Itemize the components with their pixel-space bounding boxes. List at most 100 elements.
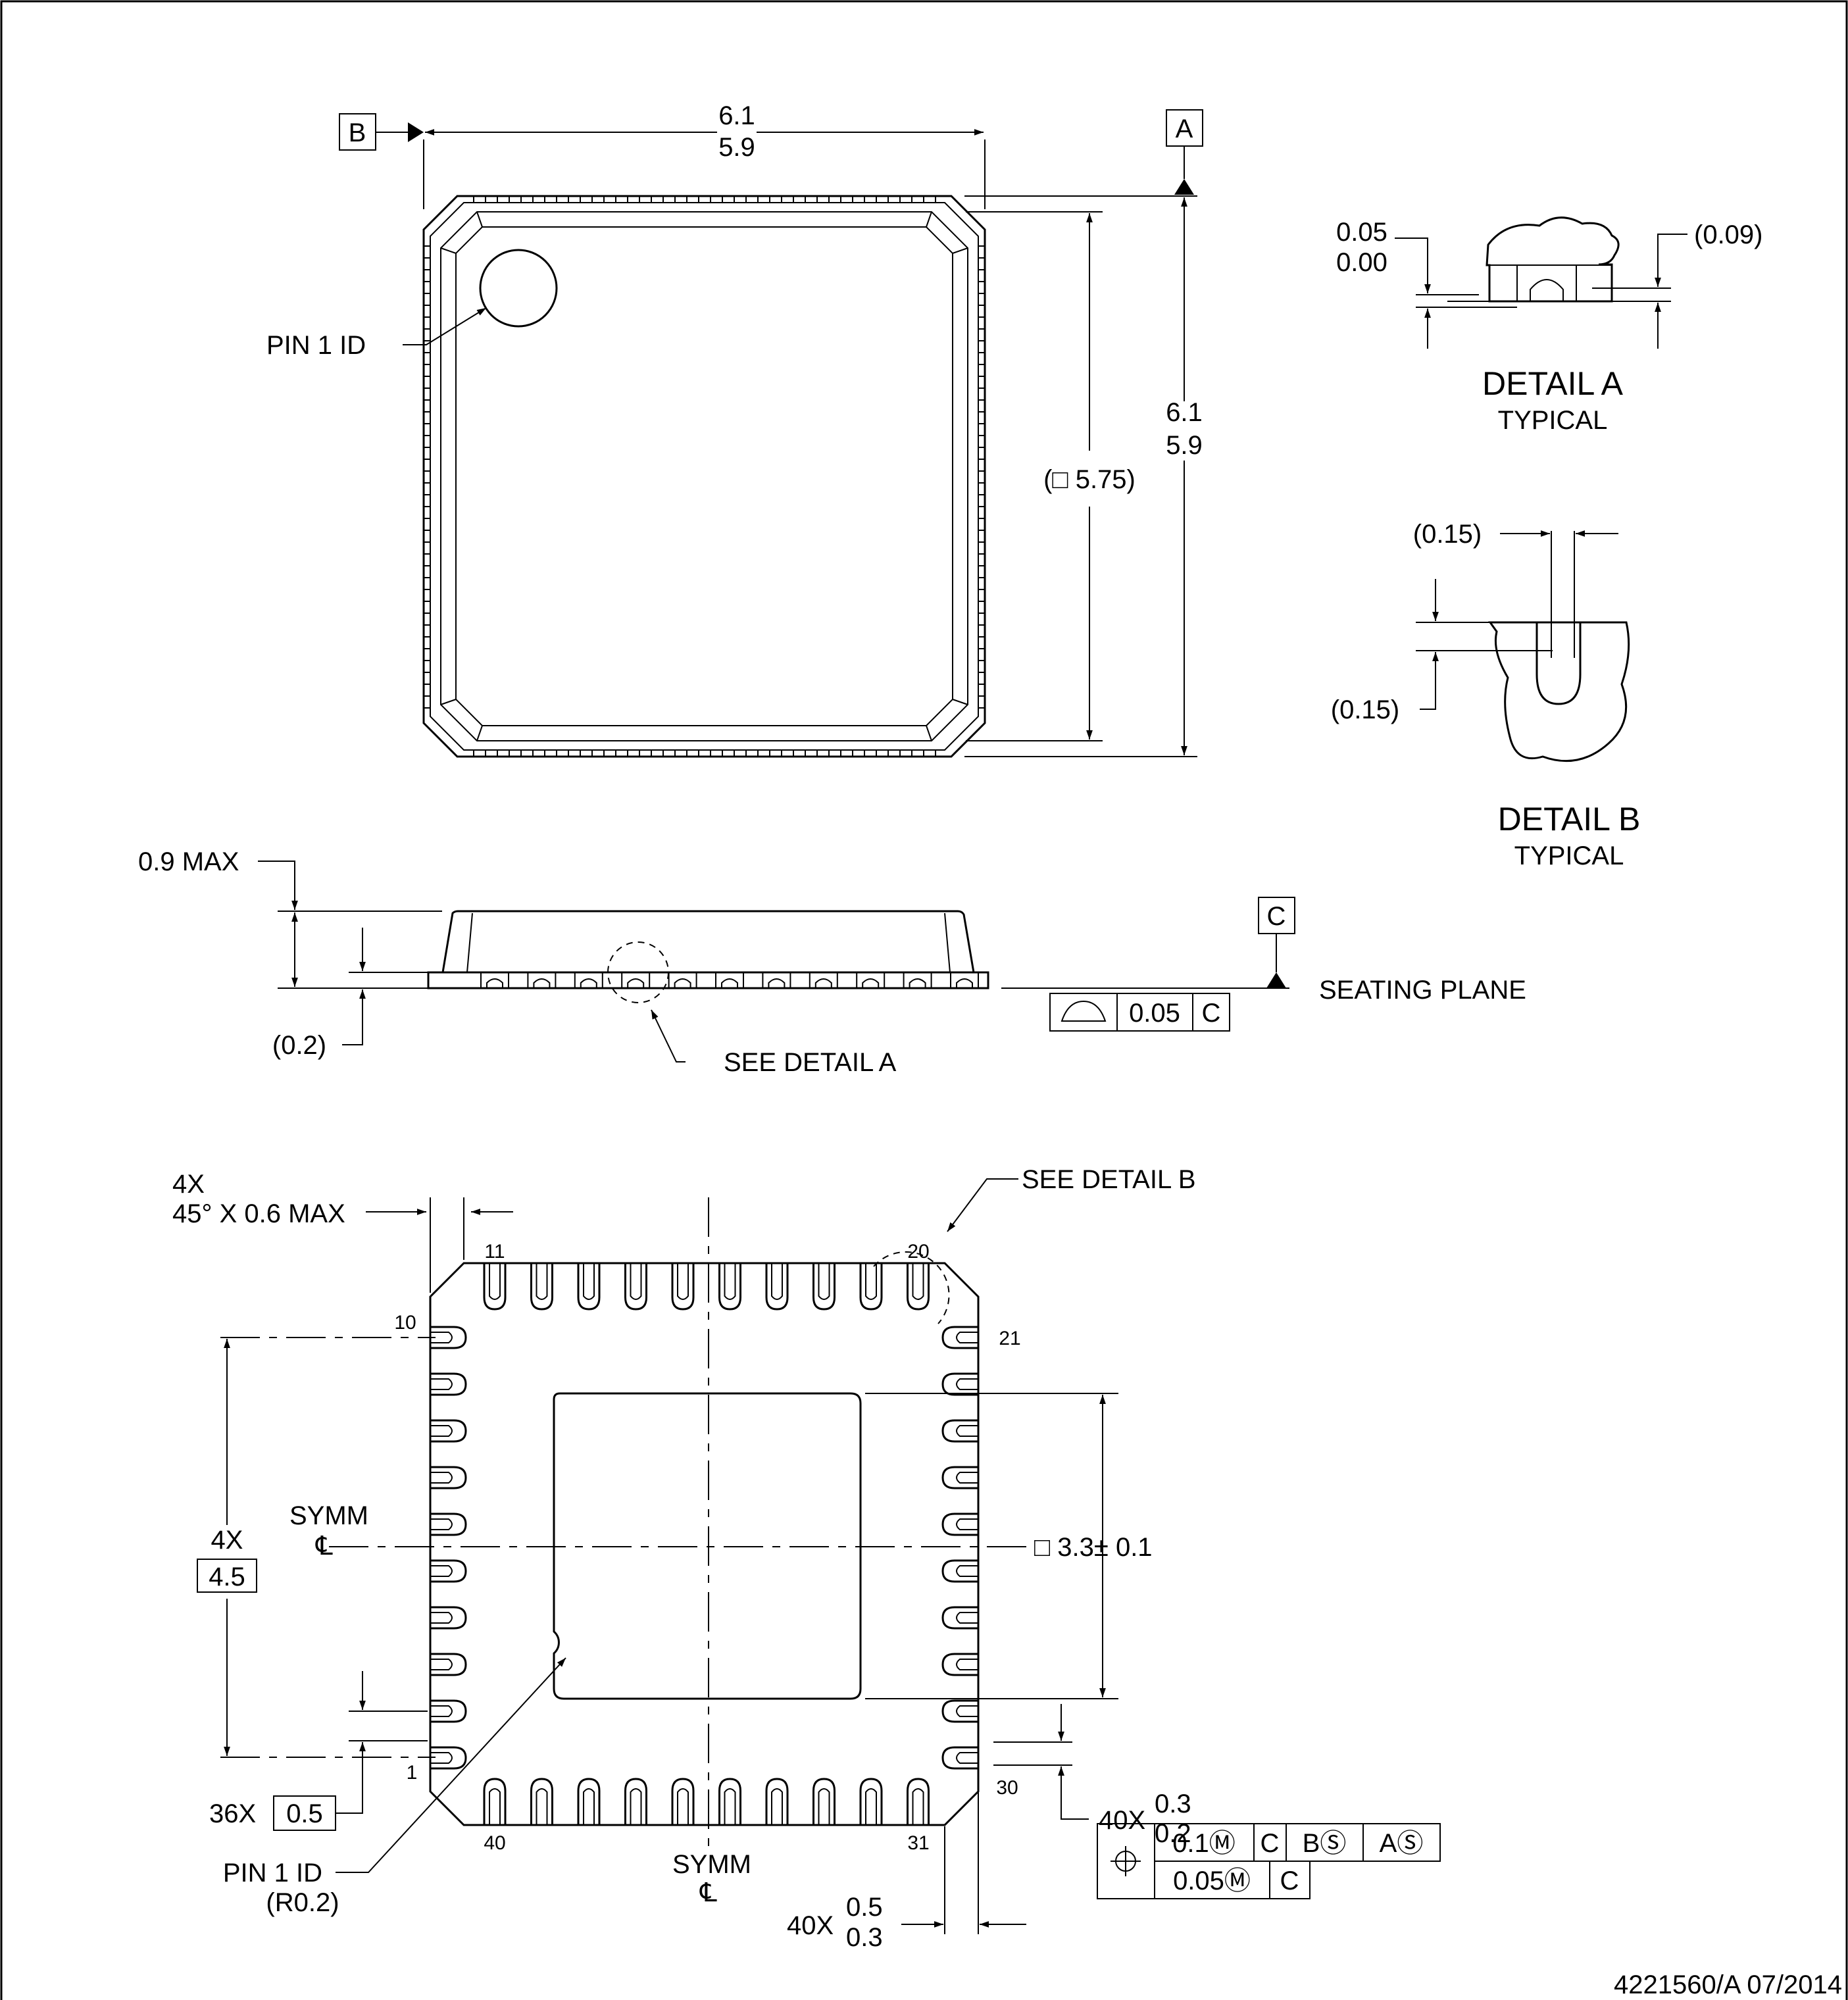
bottom-lead-left bbox=[430, 1653, 467, 1676]
datum-c: C bbox=[1267, 902, 1286, 931]
bottom-lead-right-inner bbox=[956, 1612, 978, 1624]
pitch-box bbox=[273, 1795, 336, 1831]
pin-1-label: 1 bbox=[407, 1762, 418, 1784]
side-lead-groove bbox=[580, 978, 597, 988]
bottom-lead-left-inner bbox=[430, 1612, 453, 1624]
detail-b-title: DETAIL B bbox=[1498, 801, 1641, 838]
bottom-lead-top bbox=[530, 1263, 553, 1311]
detail-a-leader-left bbox=[1395, 238, 1428, 245]
lead-l-max: 0.5 bbox=[846, 1893, 883, 1922]
drawing-id: 4221560/A 07/2014 bbox=[1614, 1970, 1842, 1999]
thermal-pad bbox=[553, 1392, 862, 1700]
bottom-lead-right bbox=[941, 1326, 978, 1349]
bottom-lead-right-inner bbox=[956, 1378, 978, 1390]
side-lead-groove bbox=[956, 978, 973, 988]
side-lead-groove bbox=[627, 978, 645, 988]
bottom-lead-bottom-inner bbox=[912, 1788, 924, 1825]
bottom-lead-top-inner bbox=[630, 1263, 642, 1300]
side-lead bbox=[809, 972, 838, 989]
pin-20-label: 20 bbox=[907, 1241, 929, 1262]
side-lead-groove bbox=[674, 978, 691, 988]
detail-b-callout-leader bbox=[947, 1178, 1018, 1232]
datum-a-triangle bbox=[1174, 179, 1194, 195]
bottom-lead-top bbox=[907, 1263, 930, 1311]
side-lead bbox=[762, 972, 791, 989]
bottom-pin1-leader bbox=[336, 1657, 566, 1873]
bottom-lead-left bbox=[430, 1372, 467, 1396]
span-count: 4X bbox=[211, 1526, 243, 1555]
lead-w-count: 40X bbox=[1099, 1806, 1145, 1835]
pad-square-dim: □ 3.3± 0.1 bbox=[1034, 1533, 1153, 1562]
bottom-lead-bottom-inner bbox=[583, 1788, 595, 1825]
bottom-view: SEE DETAIL B 4X 45° X 0.6 MAX 11 20 10 2… bbox=[172, 1165, 1441, 1952]
bottom-lead-right bbox=[941, 1653, 978, 1676]
bottom-lead-top bbox=[671, 1263, 695, 1311]
lead-ticks bbox=[424, 196, 985, 757]
pitch-count: 36X bbox=[209, 1799, 256, 1828]
chamfer-spec: 45° X 0.6 MAX bbox=[172, 1199, 345, 1228]
detail-b-slot bbox=[1536, 622, 1582, 705]
bottom-lead-top-inner bbox=[818, 1263, 830, 1300]
bottom-lead-bottom-inner bbox=[771, 1788, 783, 1825]
pin1-dot bbox=[479, 249, 558, 328]
bottom-lead-bottom bbox=[718, 1778, 741, 1825]
lead-l-count: 40X bbox=[787, 1911, 834, 1940]
package-outline bbox=[422, 195, 986, 758]
detail-a-groove bbox=[1530, 279, 1564, 301]
symm-label-left: SYMM bbox=[289, 1501, 368, 1530]
detail-a-arrow-right-top bbox=[1655, 234, 1687, 287]
bottom-lead-top bbox=[765, 1263, 789, 1311]
detail-a-subtitle: TYPICAL bbox=[1498, 406, 1608, 435]
bottom-lead-left bbox=[430, 1419, 467, 1443]
side-lead-groove bbox=[768, 978, 786, 988]
bottom-lead-right-inner bbox=[956, 1705, 978, 1717]
datum-a: A bbox=[1176, 114, 1193, 143]
detail-a-callout-leader bbox=[651, 1009, 686, 1062]
side-lead bbox=[480, 972, 509, 989]
bottom-lead-bottom bbox=[624, 1778, 647, 1825]
pin1-leader bbox=[403, 307, 487, 345]
bottom-lead-left-inner bbox=[430, 1378, 453, 1390]
pin-10-label: 10 bbox=[394, 1312, 416, 1334]
bottom-lead-bottom bbox=[483, 1778, 507, 1825]
flatness-value: 0.05 bbox=[1129, 999, 1180, 1028]
height-max: 6.1 bbox=[1166, 398, 1203, 427]
bottom-lead-bottom-inner bbox=[677, 1788, 689, 1825]
bottom-lead-bottom-inner bbox=[630, 1788, 642, 1825]
side-lead bbox=[903, 972, 932, 989]
pin-31-label: 31 bbox=[907, 1832, 929, 1854]
side-body bbox=[441, 910, 975, 973]
bottom-lead-bottom-inner bbox=[865, 1788, 877, 1825]
bottom-leads bbox=[430, 1263, 978, 1825]
bottom-lead-left-inner bbox=[430, 1565, 453, 1577]
width-max: 6.1 bbox=[718, 101, 755, 130]
side-lead-groove bbox=[721, 978, 738, 988]
side-body-draft bbox=[466, 913, 951, 973]
bottom-lead-right-inner bbox=[956, 1752, 978, 1764]
bottom-lead-left bbox=[430, 1559, 467, 1583]
pitch-value: 0.5 bbox=[286, 1799, 323, 1828]
span-box bbox=[197, 1559, 257, 1593]
bottom-lead-bottom-inner bbox=[724, 1788, 736, 1825]
side-lead-groove bbox=[909, 978, 926, 988]
side-lead bbox=[668, 972, 697, 989]
centerline-mark-bottom: ℄ bbox=[699, 1878, 717, 1907]
side-lead-groove bbox=[862, 978, 880, 988]
detail-a-dim-min: 0.00 bbox=[1336, 248, 1387, 277]
bottom-lead-left bbox=[430, 1699, 467, 1723]
side-lead-groove bbox=[486, 978, 503, 988]
bottom-lead-left-inner bbox=[430, 1752, 453, 1764]
bottom-lead-top bbox=[624, 1263, 647, 1311]
pos-tol-2: 0.05Ⓜ bbox=[1173, 1866, 1251, 1895]
width-min: 5.9 bbox=[718, 133, 755, 162]
pos-tol-1-c: C bbox=[1261, 1829, 1280, 1858]
bottom-lead-bottom bbox=[859, 1778, 883, 1825]
bottom-lead-right-inner bbox=[956, 1472, 978, 1484]
datum-b-triangle bbox=[408, 122, 424, 142]
bottom-lead-bottom bbox=[577, 1778, 601, 1825]
bottom-pin1-label: PIN 1 ID bbox=[223, 1859, 322, 1888]
bottom-lead-left-inner bbox=[430, 1659, 453, 1670]
bottom-lead-right-inner bbox=[956, 1659, 978, 1670]
datum-b: B bbox=[349, 118, 366, 147]
side-lead bbox=[715, 972, 744, 989]
